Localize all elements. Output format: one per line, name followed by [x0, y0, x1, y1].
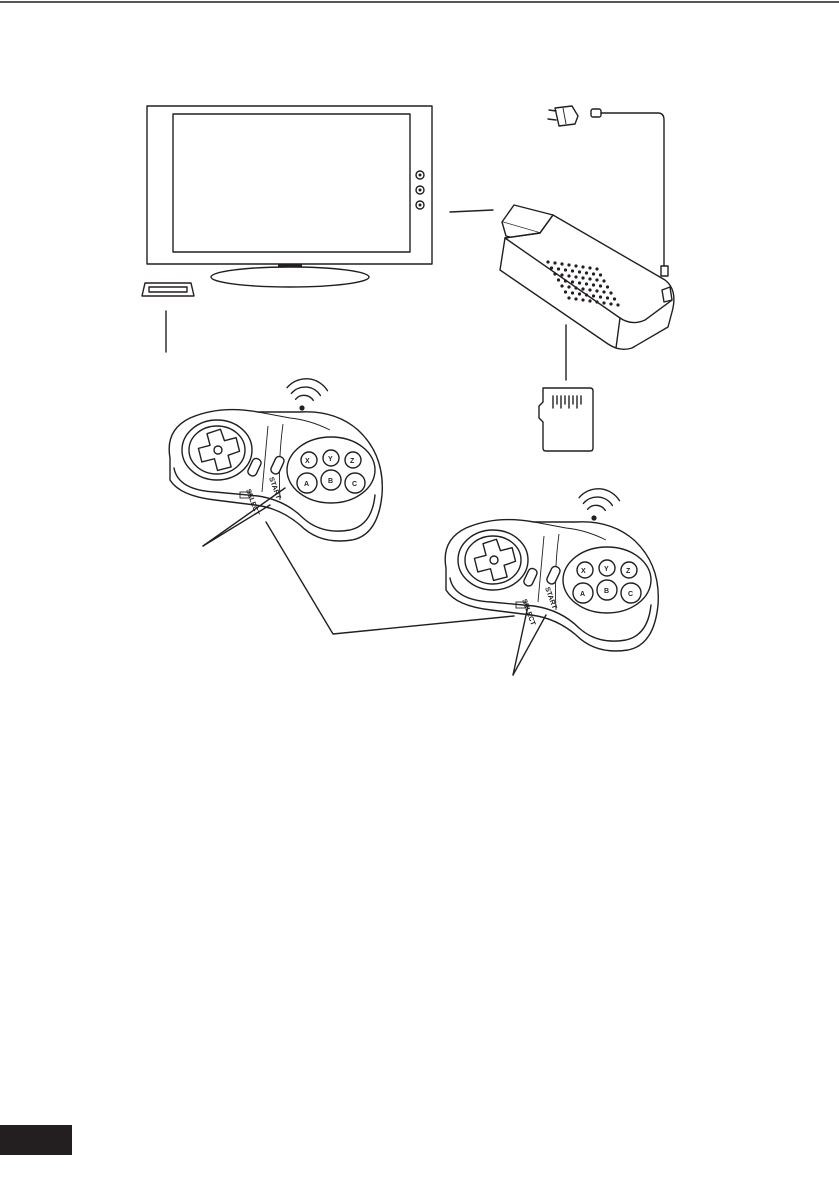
speaker-hole [585, 293, 588, 296]
speaker-hole [581, 265, 584, 268]
speaker-hole [595, 289, 598, 292]
speaker-hole [588, 277, 591, 280]
button-a-label: A [580, 591, 585, 598]
speaker-hole [581, 287, 584, 290]
button-z-label: Z [626, 568, 631, 575]
speaker-hole [567, 285, 570, 288]
speaker-hole [609, 302, 612, 305]
speaker-hole [560, 284, 563, 287]
speaker-hole [585, 271, 588, 274]
speaker-hole [571, 291, 574, 294]
speaker-hole [592, 272, 595, 275]
speaker-hole [574, 286, 577, 289]
speaker-hole [585, 282, 588, 285]
speaker-hole [606, 296, 609, 299]
button-y-label: Y [604, 566, 609, 573]
speaker-hole [564, 279, 567, 282]
speaker-hole [606, 285, 609, 288]
tv-console-line [450, 210, 493, 212]
speaker-hole [578, 292, 581, 295]
speaker-hole [567, 296, 570, 299]
hdmi-plug-icon [142, 283, 194, 352]
speaker-hole [599, 295, 602, 298]
speaker-hole [557, 267, 560, 270]
speaker-hole [557, 278, 560, 281]
button-b-label: B [328, 478, 333, 485]
button-x-label: X [581, 568, 586, 575]
speaker-hole [574, 297, 577, 300]
speaker-hole [564, 290, 567, 293]
button-c-label: C [628, 591, 633, 598]
speaker-hole [602, 279, 605, 282]
speaker-hole [609, 291, 612, 294]
speaker-hole [588, 299, 591, 302]
speaker-hole [581, 298, 584, 301]
speaker-hole [574, 275, 577, 278]
speaker-hole [578, 281, 581, 284]
speaker-hole [595, 267, 598, 270]
speaker-hole [571, 269, 574, 272]
speaker-hole [588, 288, 591, 291]
speaker-hole [553, 261, 556, 264]
speaker-hole [553, 272, 556, 275]
wireless-signal-icon [287, 372, 329, 410]
speaker-hole [567, 274, 570, 277]
wireless-signal-icon [579, 482, 621, 520]
hdmi-game-stick-icon [500, 205, 674, 380]
speaker-hole [574, 264, 577, 267]
speaker-hole [602, 301, 605, 304]
button-z-label: Z [350, 458, 355, 465]
gamepad-2: SELECT START X Y Z A B C [445, 482, 658, 651]
speaker-hole [546, 260, 549, 263]
speaker-hole [592, 294, 595, 297]
speaker-hole [588, 266, 591, 269]
speaker-hole [595, 278, 598, 281]
speaker-hole [560, 262, 563, 265]
speaker-hole [592, 283, 595, 286]
micro-sd-card-icon [539, 388, 593, 451]
speaker-hole [581, 276, 584, 279]
speaker-hole [616, 303, 619, 306]
speaker-hole [595, 300, 598, 303]
speaker-hole [602, 290, 605, 293]
button-y-label: Y [328, 456, 333, 463]
button-b-label: B [604, 588, 609, 595]
speaker-hole [560, 273, 563, 276]
speaker-hole [550, 266, 553, 269]
speaker-hole [567, 263, 570, 266]
speaker-hole [599, 284, 602, 287]
television-icon [147, 106, 432, 287]
speaker-hole [564, 268, 567, 271]
button-x-label: X [305, 458, 310, 465]
button-a-label: A [304, 481, 309, 488]
speaker-hole [599, 273, 602, 276]
speaker-hole [578, 270, 581, 273]
speaker-hole [571, 280, 574, 283]
button-c-label: C [352, 481, 357, 488]
gamepad-1: SELECT START X Y Z A B C [169, 372, 382, 541]
page-number-tab [0, 1125, 72, 1155]
speaker-hole [613, 297, 616, 300]
